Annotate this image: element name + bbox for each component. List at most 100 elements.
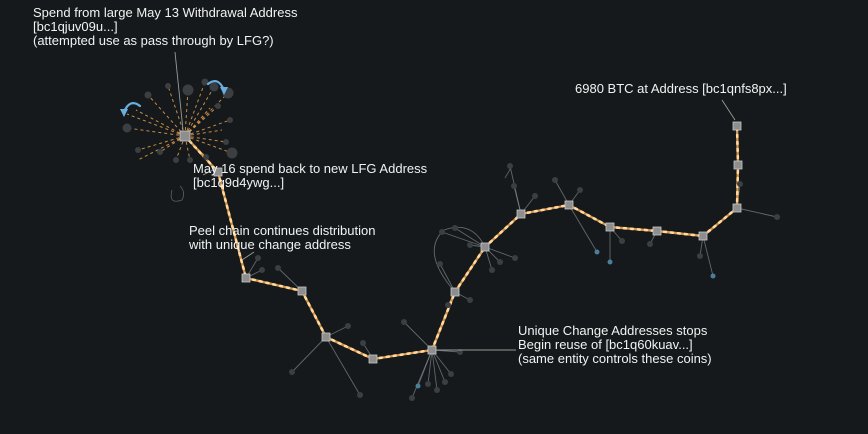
leaf-node <box>457 349 463 355</box>
hub-edge <box>184 129 223 137</box>
leaf-node <box>647 241 653 247</box>
flow-edge-particles <box>324 335 375 361</box>
leaf-node <box>209 82 219 92</box>
hub-edge <box>137 135 186 151</box>
branch-edge <box>403 321 433 351</box>
blue-leaf-node <box>710 273 716 279</box>
leaf-node <box>401 319 407 325</box>
flow-edge-particles <box>567 203 612 229</box>
hub-edge <box>126 113 186 137</box>
loop-arrows-layer <box>120 80 228 117</box>
blue-leaf-node <box>415 383 421 389</box>
leaf-node <box>442 379 448 385</box>
leaf-node <box>448 371 454 377</box>
leaf-node <box>774 214 780 220</box>
hub-edge <box>126 127 186 137</box>
hub-edge <box>175 135 186 161</box>
address-node <box>427 345 437 355</box>
annotation-change-stops-line-2: Begin reuse of [bc1q60kuav...] <box>518 337 693 352</box>
leaf-node <box>452 225 458 231</box>
leaf-node <box>511 183 517 189</box>
leaf-node <box>226 147 238 159</box>
flow-edge-particles <box>216 170 248 280</box>
address-node <box>732 121 742 131</box>
callout-line <box>174 51 184 131</box>
hub-edge <box>147 94 186 137</box>
hub-edge <box>184 92 229 137</box>
leaf-node <box>345 323 351 329</box>
flow-edges-layer <box>126 81 740 361</box>
withdrawal-hub-node <box>179 130 191 142</box>
annotation-change-stops-line-1: Unique Change Addresses stops <box>518 323 708 338</box>
leaf-node <box>619 238 625 244</box>
leaf-node <box>697 253 703 259</box>
address-node <box>564 200 574 210</box>
annotation-btc-address-line-1: 6980 BTC at Address [bc1qnfs8px...] <box>575 81 787 96</box>
circular-arrow-icon <box>120 102 142 117</box>
leaf-node <box>577 187 583 193</box>
annotation-spend-back: May 16 spend back to new LFG Address [bc… <box>193 162 427 190</box>
hub-edge <box>184 135 233 154</box>
branch-edge <box>431 349 438 391</box>
flow-edge-particles <box>430 290 457 352</box>
leaf-node <box>552 177 558 183</box>
leaf-node <box>122 123 132 133</box>
flow-edge-particles <box>735 163 740 210</box>
leaf-node <box>275 265 281 271</box>
annotation-withdrawal-line-2: [bc1qjuv09u...] <box>33 19 118 34</box>
leaf-node <box>360 340 366 346</box>
hub-edge <box>184 119 231 137</box>
leaf-node <box>259 267 265 273</box>
hub-edge <box>167 85 186 137</box>
hub-edge <box>184 135 191 161</box>
leaf-node <box>182 84 194 96</box>
annotation-btc-address: 6980 BTC at Address [bc1qnfs8px...] <box>575 82 787 96</box>
flow-edge-particles <box>735 124 740 167</box>
leaf-node <box>203 154 209 160</box>
leaf-node <box>489 267 495 273</box>
address-node <box>732 203 742 213</box>
leaf-node <box>135 147 141 153</box>
branch-edge <box>454 227 486 248</box>
flow-edge-particles <box>371 348 434 361</box>
branch-edge <box>702 235 714 277</box>
leaf-node <box>497 259 503 265</box>
loop-arrow-head <box>120 109 128 117</box>
blue-leaf-node <box>607 259 613 265</box>
leaf-node <box>157 149 163 155</box>
leaf-node <box>227 117 233 123</box>
hub-edge <box>135 109 186 137</box>
leaf-node <box>187 157 193 163</box>
leaf-node <box>467 242 473 248</box>
branch-edge <box>431 349 446 383</box>
address-node <box>516 209 526 219</box>
leaf-node <box>223 139 229 145</box>
leaf-node <box>357 392 363 398</box>
address-node <box>450 287 460 297</box>
annotation-withdrawal-address: Spend from large May 13 Withdrawal Addre… <box>33 6 297 48</box>
branch-edge <box>736 207 778 218</box>
leaf-node <box>409 395 415 401</box>
leaf-node <box>507 163 513 169</box>
annotation-peel-chain-line-2: with unique change address <box>189 237 351 252</box>
leaf-node <box>512 255 518 261</box>
branch-edge <box>427 349 433 385</box>
blue-leaf-node <box>594 249 600 255</box>
callout-line <box>202 169 214 176</box>
address-node <box>480 242 490 252</box>
leaf-node <box>201 78 209 86</box>
branch-edge <box>291 336 327 373</box>
annotation-withdrawal-line-3: (attempted use as pass through by LFG?) <box>33 33 274 48</box>
leaf-node <box>289 369 295 375</box>
leaf-node <box>445 302 451 308</box>
flow-edge-particles <box>519 203 571 216</box>
loop-arrow-head <box>220 87 228 95</box>
address-node <box>368 354 378 364</box>
hub-edge <box>159 135 186 153</box>
branch-edge <box>513 185 522 215</box>
address-nodes-layer <box>179 121 743 364</box>
callout-line <box>241 251 255 261</box>
leaf-node <box>165 83 171 89</box>
annotation-spend-back-line-2: [bc1q9d4ywg...] <box>193 175 285 190</box>
